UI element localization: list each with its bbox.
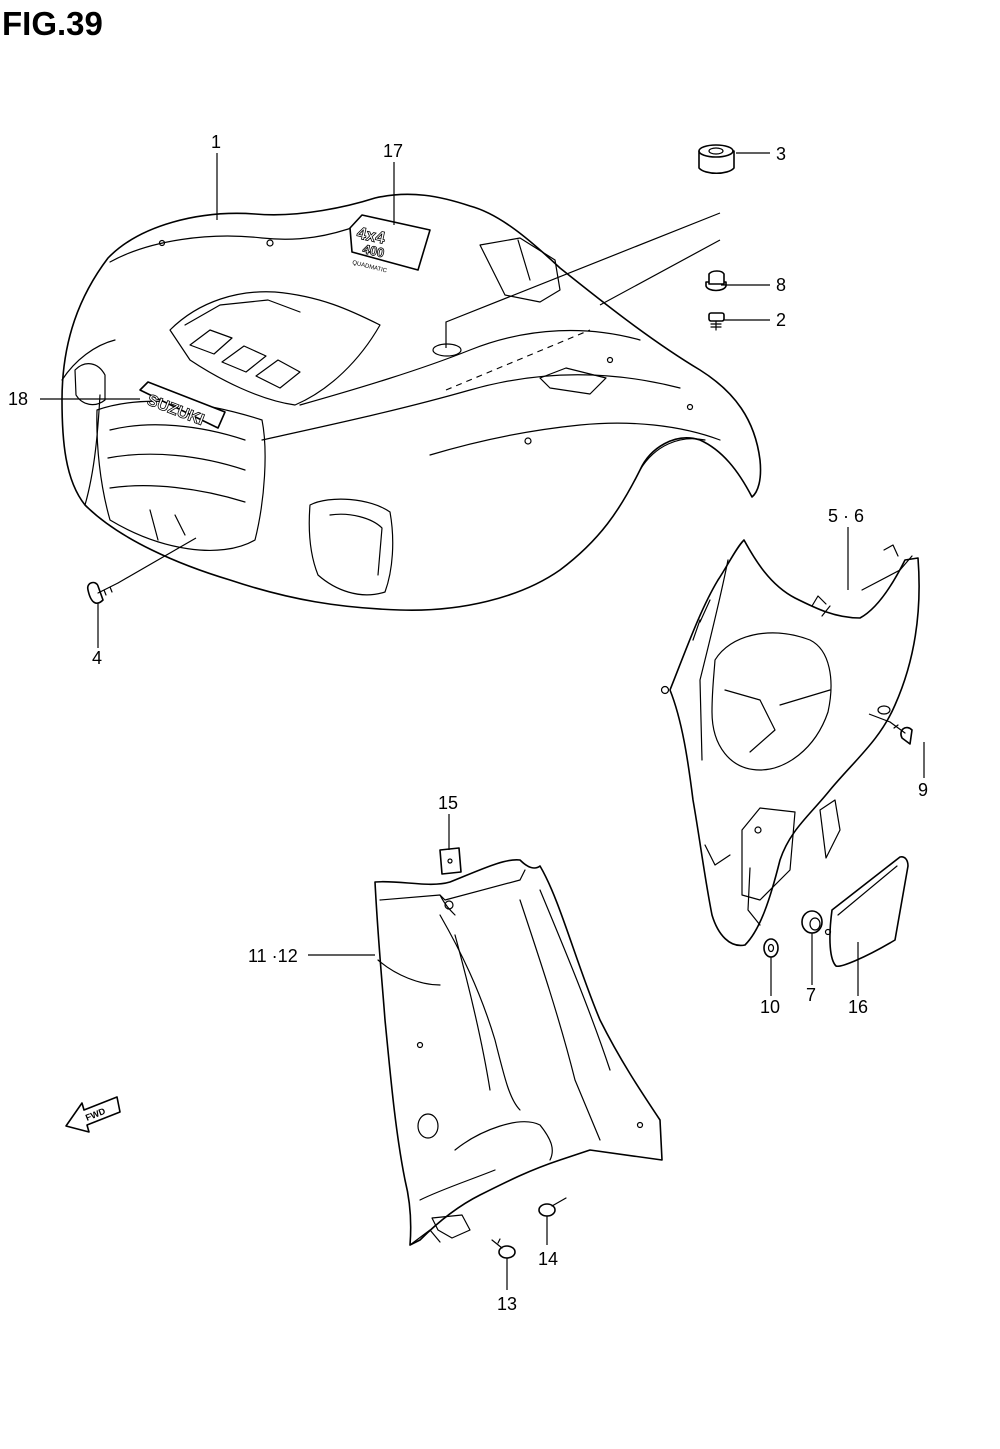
clip-detail (431, 1214, 471, 1239)
callout-1: 1 (211, 132, 221, 152)
rivet-13 (491, 1238, 516, 1259)
callout-labels: 1 2 3 4 5 · 6 7 8 9 10 11 ·12 13 14 15 1… (8, 132, 928, 1314)
callout-17: 17 (383, 141, 403, 161)
collar-8 (705, 270, 727, 292)
washer-10 (763, 938, 779, 958)
rivet-14 (538, 1197, 567, 1217)
inner-side-cover (374, 859, 663, 1246)
grommet-3 (698, 144, 735, 175)
bolt-9 (889, 721, 913, 745)
emblem-model-mid: 400 (361, 241, 385, 260)
callout-2: 2 (776, 310, 786, 330)
callout-10: 10 (760, 997, 780, 1017)
grommet-7 (801, 910, 823, 934)
callout-9: 9 (918, 780, 928, 800)
callout-16: 16 (848, 997, 868, 1017)
callout-5-6: 5 · 6 (828, 506, 864, 526)
callout-7: 7 (806, 985, 816, 1005)
front-fender (61, 193, 762, 611)
inner-mud-guard (660, 539, 920, 947)
model-emblem: 4x4 400 QUADMATIC (349, 214, 431, 275)
figure-title: FIG.39 (2, 5, 103, 42)
callout-18: 18 (8, 389, 28, 409)
callout-8: 8 (776, 275, 786, 295)
screw-4 (86, 581, 119, 604)
bolt-2 (708, 312, 725, 331)
callout-14: 14 (538, 1249, 558, 1269)
lid-16 (824, 856, 909, 968)
forward-direction-arrow: FWD (65, 1096, 121, 1133)
clip-nut-15 (439, 847, 462, 875)
callout-15: 15 (438, 793, 458, 813)
leader-lines (40, 152, 925, 1290)
callout-13: 13 (497, 1294, 517, 1314)
callout-11-12: 11 ·12 (248, 946, 298, 966)
callout-3: 3 (776, 144, 786, 164)
callout-4: 4 (92, 648, 102, 668)
